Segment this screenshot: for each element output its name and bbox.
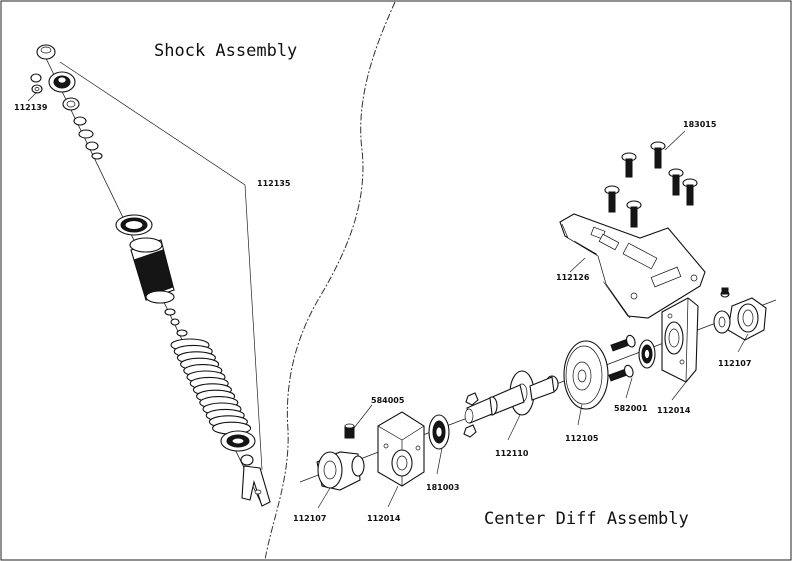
shock-collar-ring <box>115 214 153 236</box>
shock-top-cap <box>36 44 76 93</box>
diff-mount-plate <box>559 213 706 319</box>
bearing-block-right <box>661 297 699 383</box>
bearing-right <box>638 339 656 369</box>
part-label-584005: 584005 <box>371 396 405 405</box>
shock-spring <box>170 338 252 435</box>
diff-shaft <box>463 370 559 438</box>
shock-end-small-part <box>30 73 43 94</box>
part-label-112014-left: 112014 <box>367 514 401 523</box>
leader-181003 <box>436 447 443 475</box>
screws-582001 <box>608 334 636 382</box>
screw-set-183015 <box>604 141 698 228</box>
leader-112139 <box>27 91 38 102</box>
leader-112126 <box>569 257 586 273</box>
screw <box>650 141 666 169</box>
center-diff-assembly-title: Center Diff Assembly <box>484 509 689 529</box>
part-label-183015: 183015 <box>683 120 717 129</box>
shock-body <box>129 237 175 304</box>
part-label-112014-right: 112014 <box>657 406 691 415</box>
leader-112135 <box>59 61 263 471</box>
part-label-112110: 112110 <box>495 449 529 458</box>
shock-shaft <box>99 159 125 211</box>
part-label-582001: 582001 <box>614 404 648 413</box>
shock-rod-end <box>240 454 271 507</box>
leader-112014-left <box>387 485 399 508</box>
part-label-112139: 112139 <box>14 103 48 112</box>
outdrive-right <box>713 287 767 341</box>
screw <box>621 152 637 178</box>
leader-112014-right <box>671 381 687 401</box>
leader-112107-left <box>317 487 331 509</box>
screw <box>668 168 684 196</box>
shock-seals <box>62 97 103 160</box>
leader-112110 <box>507 414 521 441</box>
screw <box>626 200 642 228</box>
screw <box>608 364 634 382</box>
shock-assembly-title: Shock Assembly <box>154 41 297 61</box>
part-label-112105: 112105 <box>565 434 599 443</box>
screw <box>604 185 620 213</box>
part-label-112107-left: 112107 <box>293 514 326 523</box>
bearing-181003 <box>428 414 450 450</box>
part-label-112135: 112135 <box>257 179 291 188</box>
section-divider <box>264 1 396 561</box>
bearing-block-left <box>377 411 425 487</box>
shock-lower-cup <box>220 430 256 452</box>
part-label-112107-right: 112107 <box>718 359 751 368</box>
leader-582001 <box>625 377 633 399</box>
screw <box>682 178 698 206</box>
spur-gear <box>563 340 609 410</box>
leader-112105 <box>577 403 583 426</box>
leader-112107-right <box>737 333 749 353</box>
outdrive-left <box>316 451 365 491</box>
leader-584005 <box>353 404 373 429</box>
shock-lower-rings <box>164 308 188 337</box>
leader-183015 <box>664 130 686 151</box>
part-label-181003: 181003 <box>426 483 459 492</box>
screw <box>610 334 636 352</box>
set-screw-584005 <box>344 423 355 439</box>
part-label-112126: 112126 <box>556 273 590 282</box>
shock-assembly-group <box>30 44 271 507</box>
